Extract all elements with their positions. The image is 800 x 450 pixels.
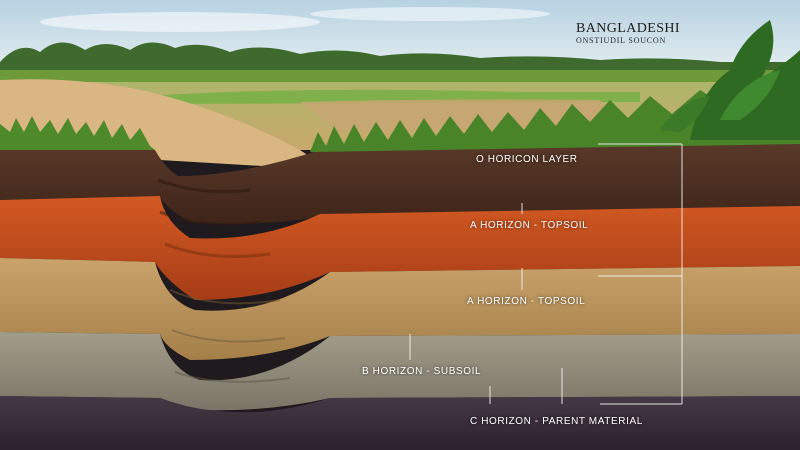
label-c-horizon: C horizon - parent material xyxy=(470,416,643,427)
label-a1-text: A horizon - topsoil xyxy=(470,220,589,231)
dug-slope xyxy=(0,79,330,170)
layer-c-shape xyxy=(0,396,800,450)
layer-a2-shape xyxy=(0,258,800,360)
layer-a1-shape xyxy=(0,196,800,300)
label-a-horizon-2: A horizon - topsoil xyxy=(467,296,585,307)
grass-right xyxy=(310,84,800,152)
layer-b-shape xyxy=(0,332,800,411)
label-a2-text: A horizon - topsoil xyxy=(467,296,586,307)
grass-left xyxy=(0,116,155,150)
leader-lines xyxy=(409,143,683,405)
title-main: BANGLADESHI xyxy=(576,21,680,36)
layer-o-shape xyxy=(0,140,800,224)
label-c-text: C horizon - parent material xyxy=(470,416,643,427)
label-a-horizon-1: A horizon - topsoil xyxy=(470,220,588,231)
title-sub: ONSTIUDIL SOUCON xyxy=(576,36,667,45)
tree-line xyxy=(0,42,800,74)
label-b-horizon: B horizon - subsoil xyxy=(362,366,481,377)
label-o-text: O horicon layer xyxy=(476,154,578,165)
label-b-text: B horizon - subsoil xyxy=(362,366,482,377)
foliage xyxy=(690,20,800,140)
label-o-horizon: O horicon layer xyxy=(476,154,578,165)
